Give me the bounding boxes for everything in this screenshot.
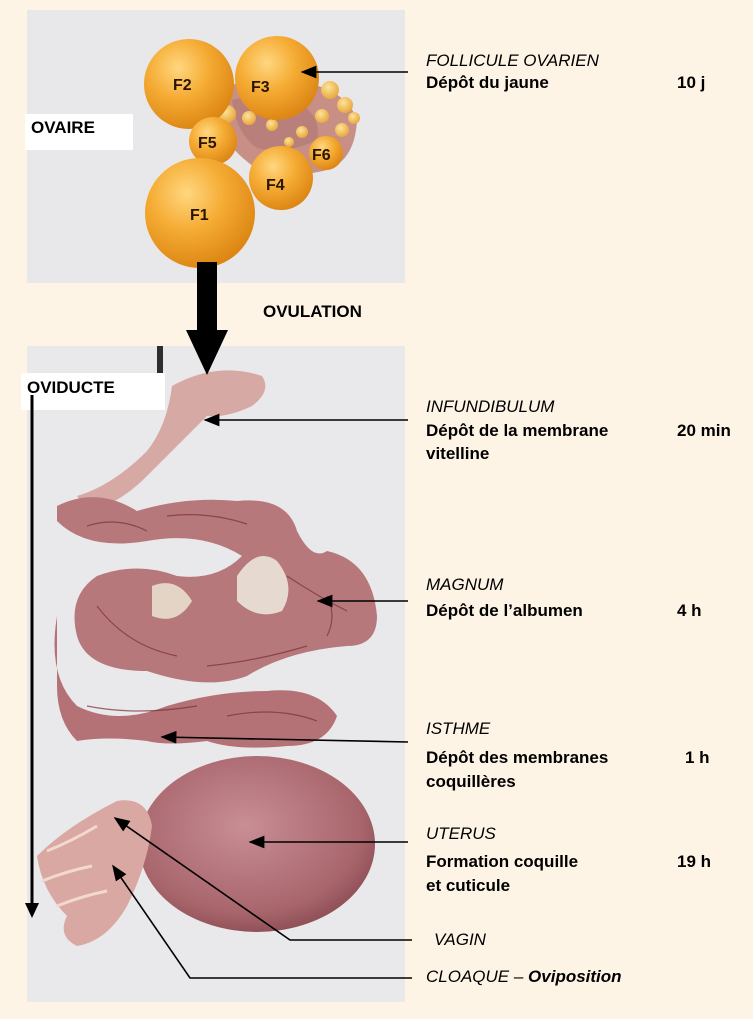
stage-duration-magnum: 4 h [677,600,702,621]
stage-process-magnum: Dépôt de l’albumen [426,600,583,621]
stage-name-infundibulum: INFUNDIBULUM [426,396,554,417]
cloaque-dash: – [509,967,528,986]
stage-process-uterus: Formation coquille [426,851,578,872]
leader-cloaque [113,866,412,978]
ovulation-arrow [186,262,228,375]
cloaque-event: Oviposition [528,967,622,986]
stage-name-vagin: VAGIN [434,929,486,950]
stage-duration-infundibulum: 20 min [677,420,731,441]
stage-duration-isthme: 1 h [685,747,710,768]
stage-name-follicle: FOLLICULE OVARIEN [426,50,599,71]
stage-name-magnum: MAGNUM [426,574,503,595]
ovulation-label: OVULATION [263,301,362,322]
stage-process2-uterus: et cuticule [426,875,510,896]
stage-duration-uterus: 19 h [677,851,711,872]
leader-vagin [115,818,412,940]
stage-process-isthme: Dépôt des membranes [426,747,608,768]
stage-process2-infundibulum: vitelline [426,443,489,464]
cloaque-name: CLOAQUE [426,967,509,986]
stage-process-infundibulum: Dépôt de la membrane [426,420,608,441]
cloaque-label: CLOAQUE – Oviposition [426,966,622,987]
stage-duration-follicle: 10 j [677,72,705,93]
stage-name-isthme: ISTHME [426,718,490,739]
leader-isthme [162,737,408,742]
stage-process-follicle: Dépôt du jaune [426,72,549,93]
oviduct-direction-arrow [25,395,39,918]
stage-name-uterus: UTERUS [426,823,496,844]
stage-process2-isthme: coquillères [426,771,516,792]
